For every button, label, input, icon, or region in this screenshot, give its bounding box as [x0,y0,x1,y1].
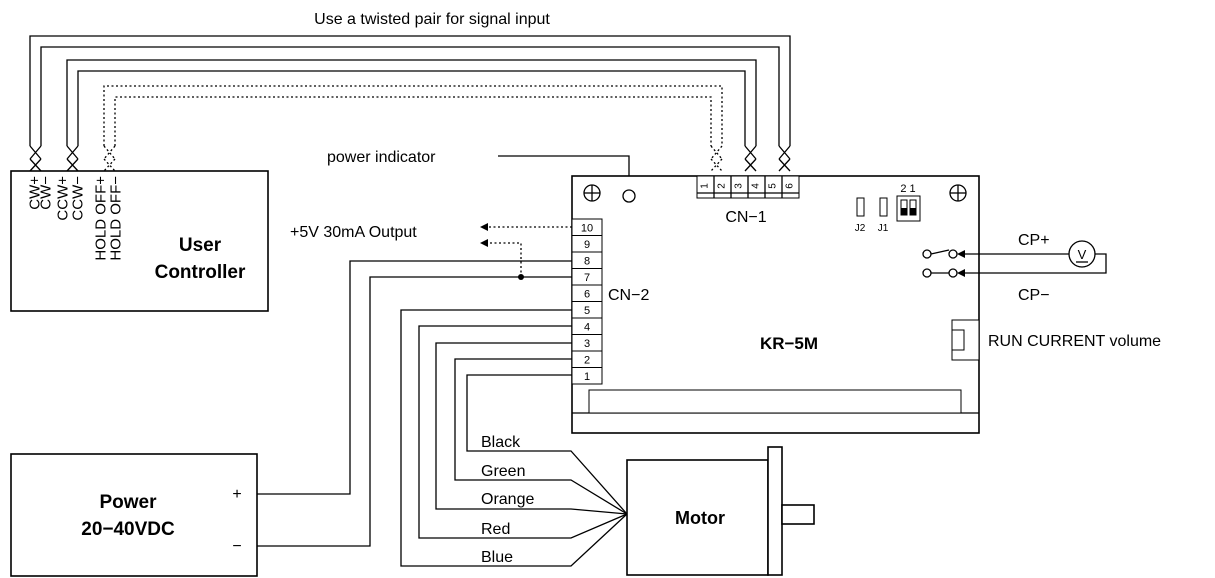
terminal-ccw-minus: CCW− [70,176,87,221]
output-arrows: +5V 30mA Output [290,223,572,277]
cn2-pin: 7 [584,272,590,284]
power-plus-label: + [232,486,241,503]
cn2-pin: 9 [584,239,590,251]
driver-model-label: KR−5M [760,334,818,353]
mounting-hole-icon [949,184,967,202]
terminal-hold-off-plus: HOLD OFF+ [93,176,110,261]
wire-label-blue: Blue [481,549,513,566]
cn1-connector: 1 2 3 4 5 6 CN−1 [696,175,800,226]
power-indicator-label: power indicator [327,149,436,166]
cn2-pin: 5 [584,305,590,317]
cp-input: V CP+ CP− [957,232,1107,304]
jumpers: J2 J1 2 1 [855,183,921,234]
wire-label-green: Green [481,463,525,480]
cn2-pin: 10 [581,222,593,234]
cn2-pin: 8 [584,255,590,267]
cp-plus-label: CP+ [1018,232,1050,249]
cn2-label: CN−2 [608,287,649,304]
cn2-pin-cell [571,367,603,385]
power-supply: Power 20−40VDC + − [10,453,258,577]
terminal-cw-plus: CW+ [27,176,44,210]
cn1-pin: 3 [734,183,745,189]
cn2-pin: 6 [584,288,590,300]
cn2-pin: 4 [584,321,590,333]
cn2-pin: 2 [584,354,590,366]
power-led-icon [622,189,636,203]
user-controller: CW+ CW− CCW+ CCW− HOLD OFF+ HOLD OFF− Us… [10,170,269,312]
power-wires [257,260,572,547]
run-current-label: RUN CURRENT volume [988,333,1161,350]
voltmeter-icon [1068,240,1096,268]
wire-label-red: Red [481,521,510,538]
power-label-2: 20−40VDC [81,519,175,540]
motor: Motor [626,446,815,576]
run-current-volume [951,319,980,361]
voltmeter-label: V [1078,247,1087,262]
driver-board: KR−5M 1 2 3 4 5 6 C [571,175,980,434]
wire-label-orange: Orange [481,491,534,508]
motor-wires: Black Green Orange Red Blue [400,309,628,567]
jumper-j1-label: J1 [878,223,889,234]
wire-label-black: Black [481,434,521,451]
user-controller-label-1: User [179,235,222,256]
cn1-label: CN−1 [725,209,766,226]
output-label: +5V 30mA Output [290,224,417,241]
cn2-pin: 3 [584,338,590,350]
cp-minus-label: CP− [1018,287,1050,304]
cn1-pin: 1 [700,183,711,189]
cp-terminals [922,249,958,278]
user-controller-label-2: Controller [155,262,246,283]
terminal-cw-minus: CW− [38,176,55,210]
cn2-connector: 10 9 8 7 6 5 4 3 2 1 [571,218,603,385]
cn1-pin: 6 [785,183,796,189]
jumper-j2-label: J2 [855,223,866,234]
terminal-hold-off-minus: HOLD OFF− [108,176,125,261]
signal-cables [29,35,791,172]
motor-label: Motor [675,508,725,528]
diagram-title: Use a twisted pair for signal input [314,11,550,28]
dip-switch-numbers: 2 1 [900,183,915,195]
cn2-pin: 1 [584,371,590,383]
terminal-ccw-plus: CCW+ [55,176,72,221]
cn1-pin: 2 [717,183,728,189]
cn1-pin: 4 [751,183,762,189]
power-label-1: Power [99,492,157,513]
mounting-hole-icon [583,184,601,202]
power-minus-label: − [232,538,241,555]
cn1-pin: 5 [768,183,779,189]
